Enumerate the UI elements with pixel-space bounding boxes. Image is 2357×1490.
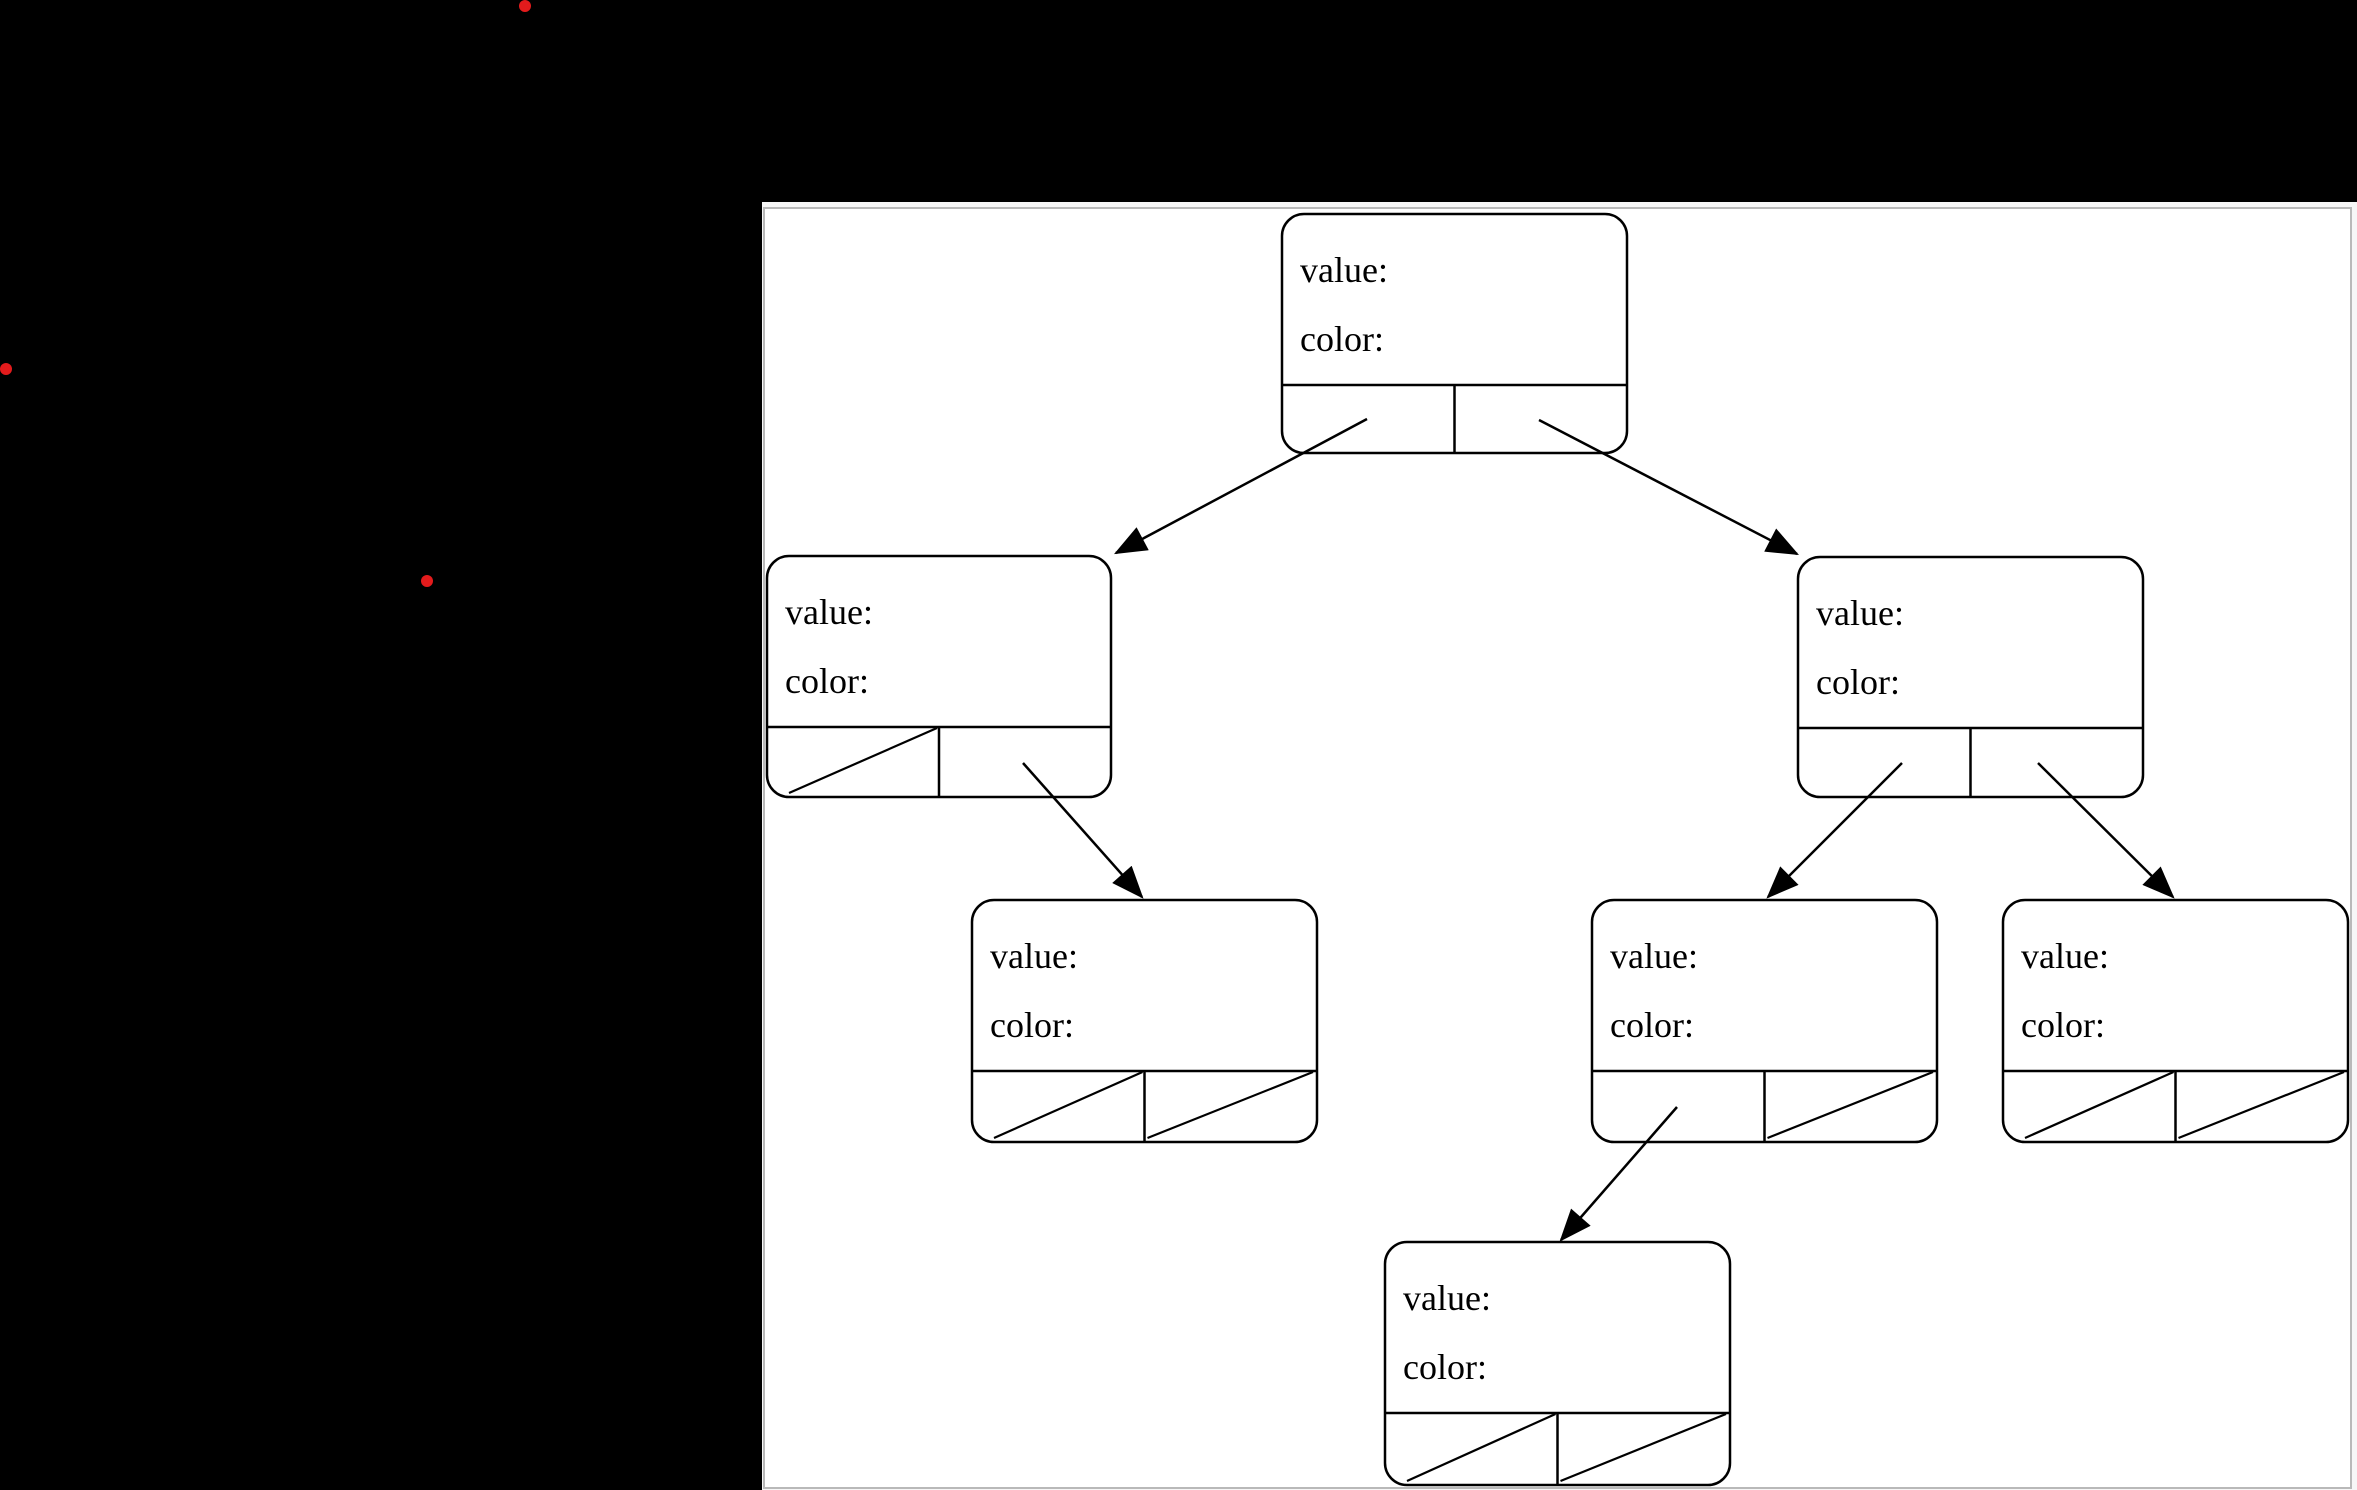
left-pointer-null-slash (788, 726, 938, 795)
color-field-label: color: (785, 661, 869, 701)
color-field-label: color: (1300, 319, 1384, 359)
value-field-label: value: (785, 592, 873, 632)
right-pointer-null-slash (1767, 1070, 1934, 1140)
color-field-label: color: (1816, 662, 1900, 702)
tree-node-right-left-grandchild: value: color: (1590, 898, 1939, 1144)
left-pointer-null-slash (2024, 1070, 2174, 1140)
red-marker-dot (0, 363, 12, 375)
tree-node-root: value: color: (1280, 212, 1629, 455)
tree-pointer-arrow-root-right (1538, 418, 1800, 556)
tree-pointer-arrow-rightchild-left (1766, 762, 1903, 899)
tree-node-left-right-grandchild: value: color: (970, 898, 1319, 1144)
tree-pointer-arrow-leftchild-right (1022, 762, 1144, 899)
tree-node-left-great-grandchild: value: color: (1383, 1240, 1732, 1487)
value-field-label: value: (2021, 936, 2109, 976)
red-marker-dot (519, 0, 531, 12)
color-field-label: color: (1610, 1005, 1694, 1045)
right-pointer-null-slash (1147, 1070, 1314, 1140)
red-marker-dot (421, 575, 433, 587)
tree-node-right-right-grandchild: value: color: (2001, 898, 2350, 1144)
color-field-label: color: (1403, 1347, 1487, 1387)
value-field-label: value: (990, 936, 1078, 976)
value-field-label: value: (1816, 593, 1904, 633)
value-field-label: value: (1610, 936, 1698, 976)
tree-node-right-child: value: color: (1796, 555, 2145, 799)
right-pointer-null-slash (1560, 1412, 1727, 1483)
color-field-label: color: (990, 1005, 1074, 1045)
tree-node-left-child: value: color: (765, 554, 1113, 799)
tree-pointer-arrow-root-left (1113, 417, 1368, 555)
right-pointer-null-slash (2178, 1070, 2345, 1140)
value-field-label: value: (1403, 1278, 1491, 1318)
left-pointer-null-slash (1406, 1412, 1556, 1483)
tree-pointer-arrow-rl-grandchild-left (1559, 1106, 1678, 1242)
value-field-label: value: (1300, 250, 1388, 290)
color-field-label: color: (2021, 1005, 2105, 1045)
tree-pointer-arrow-rightchild-right (2037, 762, 2175, 899)
left-pointer-null-slash (993, 1070, 1143, 1140)
